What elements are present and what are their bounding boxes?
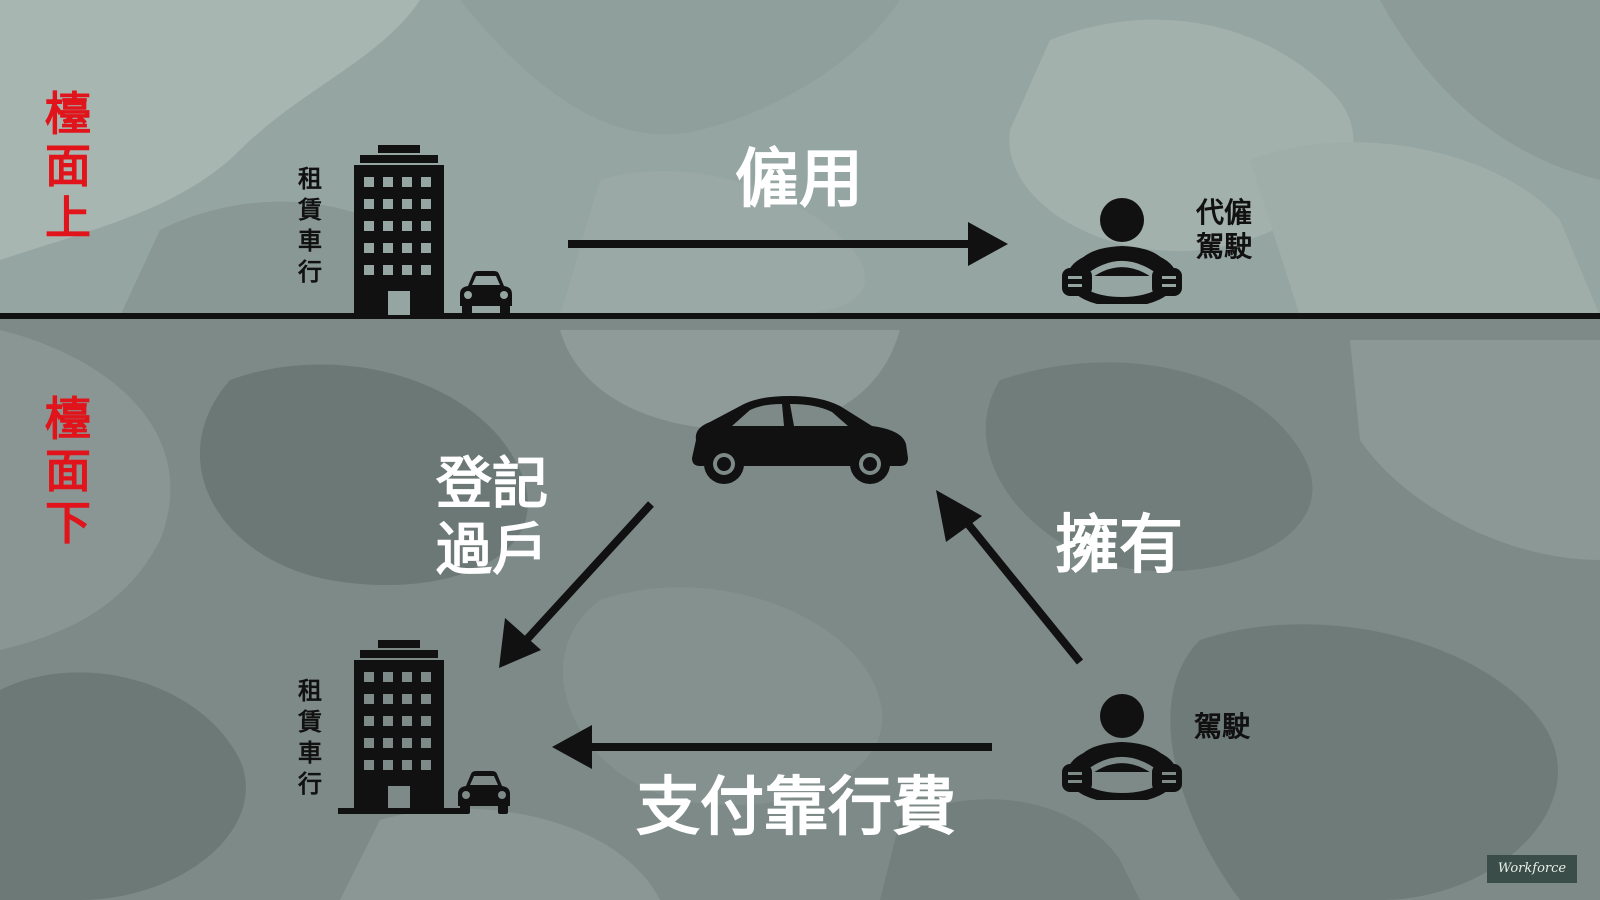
building-icon [338,640,468,814]
own-label: 擁有 [1055,509,1183,583]
surface-above-label: 檯 面 上 [45,87,91,245]
pay-fee-label: 支付靠行費 [636,771,956,845]
hire-label: 僱用 [735,143,863,217]
driver-label: 駕駛 [1194,710,1251,743]
building-icon [354,145,444,315]
surface-divider-line [0,313,1600,319]
register-label: 登記 過戶 [436,452,548,583]
hired-driver-label: 代僱 駕駛 [1196,196,1253,263]
register-arrow-icon [499,501,654,668]
own-arrow-icon [936,490,1084,665]
workforce-logo: Workforce [1487,855,1577,883]
car-icon [692,396,908,484]
small-car-icon [458,771,510,814]
pay-fee-arrow-icon [552,725,992,769]
driver-icon [1062,198,1182,304]
rental-company-label-bottom: 租 賃 車 行 [298,677,322,798]
hire-arrow-icon [568,222,1008,266]
driver-icon [1062,694,1182,800]
small-car-icon [460,271,512,314]
surface-below-label: 檯 面 下 [45,392,91,550]
rental-company-label-top: 租 賃 車 行 [298,165,322,286]
